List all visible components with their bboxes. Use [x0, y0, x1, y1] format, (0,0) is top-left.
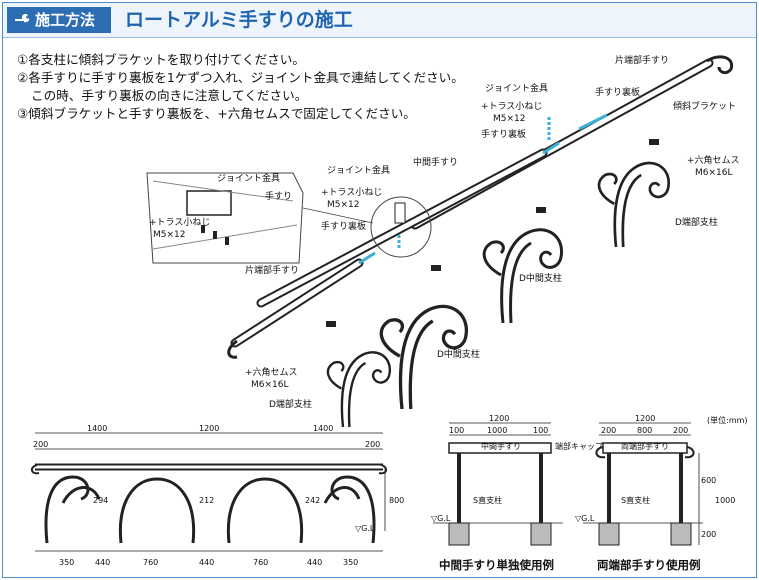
elev-inner-dim-1: 294 [93, 496, 108, 505]
section-tag: 施工方法 [7, 7, 111, 33]
single-gl: ▽G.L [431, 514, 451, 523]
label-truss-screw-mid: +トラス小ねじ [321, 187, 382, 198]
slope-brackets [326, 139, 659, 327]
label-slope-bracket: 傾斜ブラケット [673, 100, 736, 112]
label-inset-screw: +トラス小ねじ [149, 217, 210, 228]
label-hex-sems-left: +六角セムス [245, 366, 298, 378]
instruction-2: ②各手すりに手すり裏板を1ケずつ入れ、ジョイント金具で連結してください。 [17, 70, 464, 85]
end-rail-left [227, 258, 364, 359]
both-gl: ▽G.L [575, 514, 595, 523]
elev-top-dim-3: 1400 [313, 424, 333, 433]
single-rail-label: 中間手すり [481, 441, 521, 451]
assembly-drawing: 片端部手すり ジョイント金具 +トラス小ねじ M5×12 手すり裏板 手すり裏板… [31, 54, 748, 572]
detail-inset [146, 172, 374, 264]
label-inset-rail: 手すり [265, 190, 292, 202]
both-top-dim: 1200 [635, 414, 655, 423]
both-height-dim-2: 1000 [715, 496, 735, 505]
both-height-dim-1: 600 [701, 476, 716, 485]
both-sub-dim-1: 200 [601, 426, 616, 435]
instruction-1: ①各支柱に傾斜ブラケットを取り付けてください。 [17, 52, 305, 67]
instruction-3: ③傾斜ブラケットと手すり裏板を、+六角セムスで固定してください。 [17, 106, 416, 121]
elev-end-dim-right: 200 [365, 440, 380, 449]
elev-gl: ▽G.L [355, 524, 375, 533]
elev-inner-dim-3: 242 [305, 496, 320, 505]
section-single-drawing: 1200 100 1000 100 中間手すり 端部キャップ S直支柱 ▽G.L… [431, 414, 603, 572]
label-end-rail-left: 片端部手すり [245, 264, 299, 276]
single-top-dim: 1200 [489, 414, 509, 423]
joint-markers [358, 113, 608, 265]
label-truss-screw-mid-size: M5×12 [327, 200, 359, 210]
elev-bottom-dim-4: 440 [199, 558, 214, 567]
elev-inner-dim-2: 212 [199, 496, 214, 505]
label-d-end-post-left: D端部支柱 [269, 398, 312, 410]
label-rail-backplate-top: 手すり裏板 [481, 128, 526, 140]
both-sub-dim-3: 200 [673, 426, 688, 435]
label-joint-fitting-top: ジョイント金具 [485, 82, 548, 94]
both-post-label: S直支柱 [621, 495, 650, 505]
elev-bottom-dim-2: 440 [95, 558, 110, 567]
single-sub-dim-1: 100 [449, 426, 464, 435]
elev-height-dim: 800 [389, 496, 404, 505]
header-bar: 施工方法 ロートアルミ手すりの施工 [3, 3, 756, 38]
label-inset-joint: ジョイント金具 [217, 172, 280, 184]
label-middle-rail: 中間手すり [413, 156, 458, 168]
both-unit: (単位:mm) [707, 415, 748, 425]
section-tag-text: 施工方法 [35, 11, 96, 29]
post-d-end-left [326, 351, 392, 429]
post-d-end-right [597, 161, 671, 249]
single-sub-dim-3: 100 [533, 426, 548, 435]
elev-bottom-dim-5: 760 [253, 558, 268, 567]
elev-bottom-dim-6: 440 [307, 558, 322, 567]
label-rail-backplate-mid: 手すり裏板 [321, 220, 366, 232]
both-sub-dim-2: 800 [637, 426, 652, 435]
both-height-dim-3: 200 [701, 530, 716, 539]
label-joint-fitting-mid: ジョイント金具 [327, 164, 390, 176]
middle-rail [256, 148, 548, 308]
label-end-rail-top: 片端部手すり [615, 54, 669, 66]
elev-bottom-dim-3: 760 [143, 558, 158, 567]
instruction-2-note: この時、手すり裏板の向きに注意してください。 [31, 88, 308, 103]
label-truss-screw-top: +トラス小ねじ [481, 101, 542, 112]
single-sub-dim-2: 1000 [487, 426, 507, 435]
single-caption: 中間手すり単独使用例 [439, 558, 554, 572]
single-cap-label: 端部キャップ [555, 441, 603, 451]
wrench-icon [15, 13, 30, 23]
label-d-middle-post-right: D中間支柱 [519, 272, 562, 284]
label-hex-sems-left-size: M6×16L [251, 380, 289, 390]
label-d-middle-post-left: D中間支柱 [437, 348, 480, 360]
label-inset-screw-size: M5×12 [153, 230, 185, 240]
label-rail-backplate-top2: 手すり裏板 [595, 86, 640, 98]
elev-end-dim-left: 200 [33, 440, 48, 449]
elev-bottom-dim-7: 350 [343, 558, 358, 567]
label-truss-screw-top-size: M5×12 [493, 114, 525, 124]
label-d-end-post-right: D端部支柱 [675, 216, 718, 228]
both-caption: 両端部手すり使用例 [597, 558, 701, 572]
zoom-circle [370, 196, 432, 258]
label-hex-sems-right-size: M6×16L [695, 168, 733, 178]
both-rail-label: 両端部手すり [621, 441, 669, 451]
elevation-drawing: 1400 1200 1400 200 200 294 212 242 800 ▽… [31, 424, 404, 567]
section-both-drawing: (単位:mm) 1200 200 800 200 両端部手すり S直支柱 600… [575, 414, 748, 572]
label-hex-sems-right: +六角セムス [687, 154, 740, 166]
elev-top-dim-2: 1200 [199, 424, 219, 433]
elev-top-dim-1: 1400 [87, 424, 107, 433]
page-title: ロートアルミ手すりの施工 [125, 9, 353, 31]
elev-bottom-dim-1: 350 [59, 558, 74, 567]
single-post-label: S直支柱 [473, 495, 502, 505]
